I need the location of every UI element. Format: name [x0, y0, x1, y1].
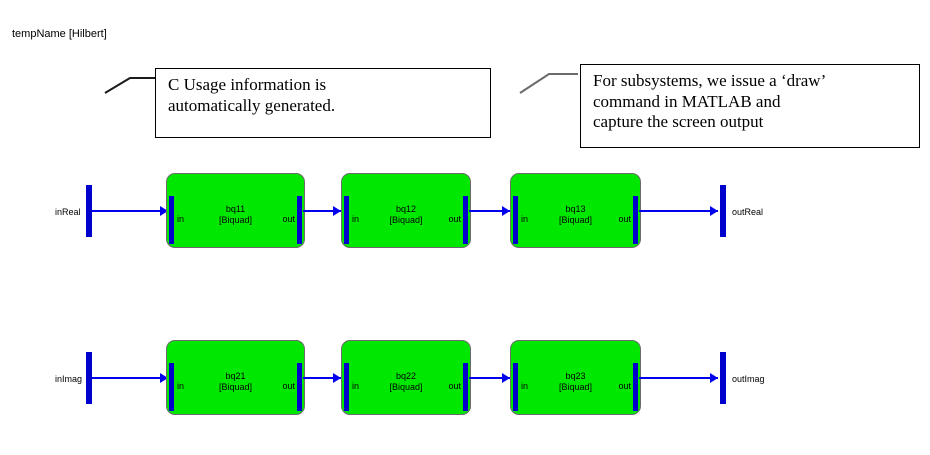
- block-input-port-label: in: [352, 214, 360, 224]
- input-port-label-inreal: inReal: [55, 207, 81, 217]
- signal-arrow: [710, 206, 718, 216]
- annotation-leader-line-2: [519, 68, 581, 94]
- block-output-port: [633, 363, 638, 411]
- annotation-line: automatically generated.: [168, 95, 336, 115]
- signal-arrow: [160, 206, 168, 216]
- block-output-port-label: out: [448, 381, 461, 391]
- output-port-outimag[interactable]: [720, 352, 726, 404]
- input-port-inimag[interactable]: [86, 352, 92, 404]
- signal-line: [92, 210, 164, 212]
- block-bq21[interactable]: in out bq21 [Biquad]: [166, 340, 305, 415]
- signal-arrow: [333, 373, 341, 383]
- block-bq12[interactable]: in out bq12 [Biquad]: [341, 173, 471, 248]
- annotation-line: C Usage information is: [168, 75, 327, 94]
- block-bq11[interactable]: in out bq11 [Biquad]: [166, 173, 305, 248]
- annotation-leader-line-1: [104, 72, 160, 94]
- annotation-c-usage: C Usage information is automatically gen…: [155, 68, 491, 138]
- output-port-outreal[interactable]: [720, 185, 726, 237]
- block-bq23[interactable]: in out bq23 [Biquad]: [510, 340, 641, 415]
- block-input-port: [169, 196, 174, 244]
- block-output-port-label: out: [282, 214, 295, 224]
- annotation-line: capture the screen output: [593, 112, 764, 132]
- annotation-line: For subsystems, we issue a ‘draw’: [593, 71, 827, 90]
- block-input-port-label: in: [521, 381, 529, 391]
- block-input-port-label: in: [521, 214, 529, 224]
- block-output-port: [297, 363, 302, 411]
- block-bq13[interactable]: in out bq13 [Biquad]: [510, 173, 641, 248]
- output-port-label-outreal: outReal: [732, 207, 764, 217]
- output-port-label-outimag: outImag: [732, 374, 765, 384]
- signal-line: [639, 377, 718, 379]
- block-input-port: [169, 363, 174, 411]
- signal-arrow: [502, 206, 510, 216]
- input-port-inreal[interactable]: [86, 185, 92, 237]
- annotation-subsystem-draw: For subsystems, we issue a ‘draw’ comman…: [580, 64, 920, 148]
- signal-arrow: [502, 373, 510, 383]
- block-output-port-label: out: [618, 214, 631, 224]
- block-input-port: [344, 196, 349, 244]
- signal-line: [469, 210, 511, 212]
- block-input-port: [513, 363, 518, 411]
- signal-line: [639, 210, 718, 212]
- block-bq22[interactable]: in out bq22 [Biquad]: [341, 340, 471, 415]
- signal-line: [303, 210, 342, 212]
- block-input-port: [344, 363, 349, 411]
- signal-line: [303, 377, 342, 379]
- signal-arrow: [160, 373, 168, 383]
- signal-line: [469, 377, 511, 379]
- block-output-port-label: out: [448, 214, 461, 224]
- block-input-port: [513, 196, 518, 244]
- block-output-port: [297, 196, 302, 244]
- block-output-port: [463, 196, 468, 244]
- signal-line: [92, 377, 164, 379]
- block-input-port-label: in: [177, 381, 185, 391]
- input-port-label-inimag: inImag: [55, 374, 83, 384]
- block-input-port-label: in: [352, 381, 360, 391]
- block-output-port: [463, 363, 468, 411]
- annotation-line: command in MATLAB and: [593, 91, 781, 111]
- block-output-port-label: out: [282, 381, 295, 391]
- diagram-title: tempName [Hilbert]: [12, 28, 107, 40]
- block-output-port: [633, 196, 638, 244]
- block-output-port-label: out: [618, 381, 631, 391]
- block-input-port-label: in: [177, 214, 185, 224]
- signal-arrow: [333, 206, 341, 216]
- signal-arrow: [710, 373, 718, 383]
